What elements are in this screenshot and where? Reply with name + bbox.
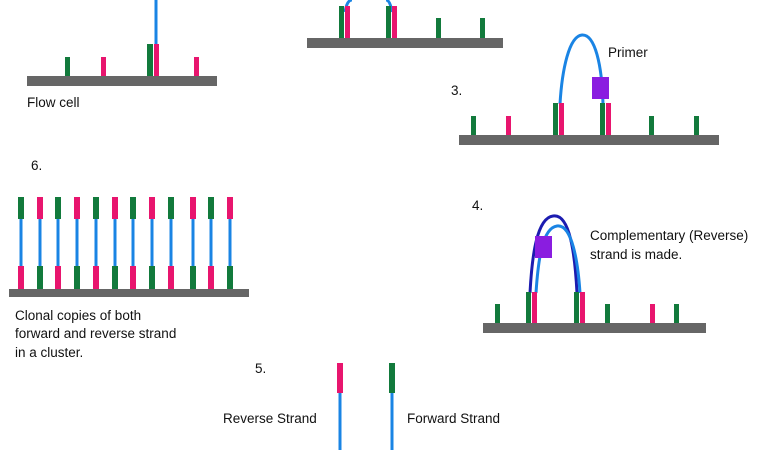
- adapter-pink: [194, 57, 199, 76]
- step-3-label: 3.: [451, 83, 462, 98]
- adapter-green: [436, 18, 441, 38]
- cluster-adapter-top: [93, 197, 99, 219]
- cluster-adapter-bottom: [37, 266, 43, 289]
- step-5-label: 5.: [255, 361, 266, 376]
- cluster-adapter-bottom: [149, 266, 155, 289]
- cluster-adapter-bottom: [168, 266, 174, 289]
- new-reverse-strand: [528, 214, 579, 294]
- step-4-label: 4.: [472, 198, 483, 213]
- flow-cell-bar: [307, 38, 503, 48]
- bridged-strand: [385, 0, 394, 13]
- adapter-green: [553, 103, 558, 135]
- adapter-pink: [154, 44, 159, 76]
- forward-strand: [534, 224, 582, 294]
- panel-step-3: 3. Primer: [451, 33, 719, 145]
- step-6-label: 6.: [31, 158, 42, 173]
- flow-cell-bar: [459, 135, 719, 145]
- adapter-pink: [506, 116, 511, 135]
- cluster-adapter-bottom: [190, 266, 196, 289]
- cluster-adapter-top: [168, 197, 174, 219]
- clonal-label-line3: in a cluster.: [15, 345, 83, 360]
- cluster-adapter-top: [130, 197, 136, 219]
- flow-cell-bar: [9, 289, 249, 297]
- cluster-adapter-top: [55, 197, 61, 219]
- adapter-green: [480, 18, 485, 38]
- cluster-adapter-top: [149, 197, 155, 219]
- adapter-green: [574, 292, 579, 323]
- primer-box: [592, 77, 609, 99]
- adapter-green: [65, 57, 70, 76]
- primer-label: Primer: [608, 45, 648, 60]
- primer-box: [535, 236, 552, 258]
- cluster-adapter-bottom: [208, 266, 214, 289]
- cluster-adapter-top: [227, 197, 233, 219]
- clonal-label-line2: forward and reverse strand: [15, 326, 176, 341]
- cluster-adapter-top: [74, 197, 80, 219]
- cluster-adapter-top: [190, 197, 196, 219]
- adapter-green: [649, 116, 654, 135]
- adapter-pink: [580, 292, 585, 323]
- cluster-adapter-top: [112, 197, 118, 219]
- adapter-green: [389, 363, 395, 393]
- adapter-pink: [101, 57, 106, 76]
- complementary-label-line2: strand is made.: [590, 247, 682, 262]
- adapter-green: [600, 103, 605, 135]
- panel-flow-cell: Flow cell: [27, 0, 217, 110]
- flow-cell-bar: [27, 76, 217, 86]
- cluster-adapter-bottom: [112, 266, 118, 289]
- cluster-adapter-bottom: [130, 266, 136, 289]
- flow-cell-bar: [483, 323, 706, 333]
- adapter-green: [386, 6, 391, 38]
- adapter-pink: [650, 304, 655, 323]
- adapter-pink: [337, 363, 343, 393]
- flow-cell-label: Flow cell: [27, 95, 80, 110]
- adapter-green: [471, 116, 476, 135]
- cluster-adapter-top: [18, 197, 24, 219]
- cluster-adapter-bottom: [55, 266, 61, 289]
- cluster-adapter-top: [37, 197, 43, 219]
- cluster-adapter-top: [208, 197, 214, 219]
- reverse-strand-label: Reverse Strand: [223, 411, 317, 426]
- cluster-adapter-bottom: [74, 266, 80, 289]
- panel-step-5: 5. Reverse Strand Forward Strand: [223, 361, 500, 450]
- panel-bridge-top: [307, 0, 503, 48]
- adapter-pink: [345, 6, 350, 38]
- cluster-adapter-bottom: [227, 266, 233, 289]
- adapter-green: [147, 44, 153, 76]
- cluster-adapter-bottom: [18, 266, 24, 289]
- adapter-green: [694, 116, 699, 135]
- clonal-label-line1: Clonal copies of both: [15, 308, 141, 323]
- adapter-green: [495, 304, 500, 323]
- complementary-label-line1: Complementary (Reverse): [590, 228, 748, 243]
- adapter-pink: [606, 103, 611, 135]
- adapter-green: [674, 304, 679, 323]
- adapter-green: [605, 304, 610, 323]
- bridged-strand: [558, 33, 605, 105]
- adapter-pink: [532, 292, 537, 323]
- adapter-pink: [392, 6, 397, 38]
- cluster-strands: [18, 197, 233, 289]
- cluster-adapter-bottom: [93, 266, 99, 289]
- adapter-green: [526, 292, 531, 323]
- adapter-pink: [559, 103, 564, 135]
- forward-strand-label: Forward Strand: [407, 411, 500, 426]
- panel-step-4: 4. Complementary (Reverse) strand is mad…: [472, 198, 748, 333]
- panel-step-6: 6. Clonal copies of both forward and rev…: [9, 158, 249, 360]
- adapter-green: [339, 6, 344, 38]
